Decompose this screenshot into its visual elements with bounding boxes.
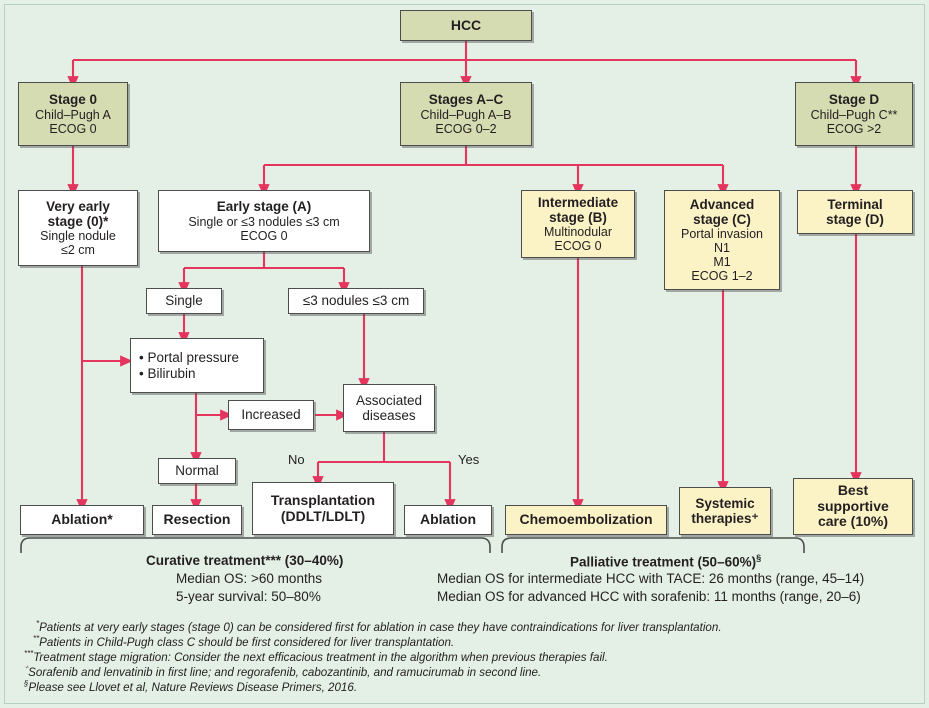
node-ablation-star[interactable]: Ablation*	[20, 505, 144, 535]
footnote-3: ***Treatment stage migration: Consider t…	[24, 649, 608, 664]
edge-label-yes: Yes	[458, 452, 480, 467]
node-very-early-line4: ≤2 cm	[61, 243, 95, 258]
node-ablation-star-line1: Ablation*	[51, 511, 113, 528]
node-stage-d-line3: ECOG >2	[826, 121, 882, 136]
palliative-heading-text: Palliative treatment (50–60%)	[570, 554, 757, 570]
footnote-3-marker: ***	[24, 649, 34, 658]
node-stage-0-line3: ECOG 0	[49, 121, 97, 136]
node-stage-d-line1: Stage D	[828, 92, 880, 108]
node-transplantation-line2: (DDLT/LDLT)	[280, 507, 366, 524]
node-associated-line2: diseases	[362, 408, 416, 423]
node-portal-line2: • Bilirubin	[139, 365, 196, 381]
footnote-1-marker: *	[36, 619, 40, 628]
node-intermediate-line3: Multinodular	[543, 225, 613, 240]
node-hcc[interactable]: HCC	[400, 10, 532, 41]
node-terminal-line1: Terminal	[827, 196, 883, 212]
node-best-supportive-care[interactable]: Best supportive care (10%)	[793, 478, 913, 535]
node-transplantation-line1: Transplantation	[270, 491, 376, 508]
footnote-5-text: Please see Llovet et al, Nature Reviews …	[28, 680, 358, 694]
node-chemoembolization[interactable]: Chemoembolization	[505, 505, 667, 535]
palliative-line1: Median OS for intermediate HCC with TACE…	[437, 571, 865, 586]
node-increased[interactable]: Increased	[228, 400, 314, 430]
node-stage-d[interactable]: Stage D Child–Pugh C** ECOG >2	[795, 82, 913, 146]
node-associated-line1: Associated	[355, 392, 423, 408]
footnote-1-text: Patients at very early stages (stage 0) …	[39, 620, 722, 634]
curative-heading: Curative treatment*** (30–40%)	[146, 553, 344, 568]
node-ablation-line1: Ablation	[420, 511, 476, 528]
node-three-nodules-line1: ≤3 nodules ≤3 cm	[302, 293, 410, 309]
footnote-2-marker: **	[33, 634, 40, 643]
footnote-4-marker: ⁺	[24, 664, 29, 673]
node-early-stage-a[interactable]: Early stage (A) Single or ≤3 nodules ≤3 …	[158, 190, 370, 252]
curative-line2: 5-year survival: 50–80%	[176, 589, 321, 604]
palliative-heading-sup: §	[756, 553, 762, 563]
node-hcc-line1: HCC	[450, 16, 482, 33]
node-advanced-line1: Advanced	[689, 196, 755, 212]
node-best-supportive-line3: care (10%)	[817, 513, 889, 530]
footnote-4: ⁺Sorafenib and lenvatinib in first line;…	[24, 664, 541, 679]
curative-line1: Median OS: >60 months	[176, 571, 322, 586]
node-very-early-stage[interactable]: Very early stage (0)* Single nodule ≤2 c…	[18, 190, 138, 266]
node-systemic-line2: therapies⁺	[691, 511, 759, 526]
node-advanced-line5: M1	[713, 255, 731, 270]
node-three-nodules[interactable]: ≤3 nodules ≤3 cm	[288, 288, 424, 314]
node-advanced-line6: ECOG 1–2	[691, 269, 753, 284]
palliative-heading: Palliative treatment (50–60%)§	[570, 553, 761, 570]
node-early-a-line2: Single or ≤3 nodules ≤3 cm	[188, 214, 340, 229]
node-normal-line1: Normal	[175, 463, 219, 479]
node-best-supportive-line2: supportive	[817, 497, 889, 514]
node-portal-line1: • Portal pressure	[139, 350, 240, 366]
node-stage-0-line2: Child–Pugh A	[35, 107, 111, 122]
node-systemic-line1: Systemic	[695, 495, 755, 511]
node-single[interactable]: Single	[146, 288, 222, 314]
node-early-a-line1: Early stage (A)	[216, 199, 312, 215]
node-very-early-line1: Very early	[46, 198, 110, 214]
edge-label-no: No	[288, 452, 305, 467]
node-intermediate-stage-b[interactable]: Intermediate stage (B) Multinodular ECOG…	[521, 190, 635, 258]
node-intermediate-line2: stage (B)	[549, 210, 607, 225]
node-transplantation[interactable]: Transplantation (DDLT/LDLT)	[252, 482, 394, 535]
node-portal-pressure-bilirubin[interactable]: • Portal pressure • Bilirubin	[130, 338, 264, 393]
node-stages-a-c-line1: Stages A–C	[428, 92, 504, 108]
footnote-3-text: Treatment stage migration: Consider the …	[33, 650, 608, 664]
footnote-2: **Patients in Child-Pugh class C should …	[33, 634, 454, 649]
footnote-2-text: Patients in Child-Pugh class C should be…	[39, 635, 455, 649]
node-stage-0[interactable]: Stage 0 Child–Pugh A ECOG 0	[18, 82, 128, 146]
node-normal[interactable]: Normal	[158, 458, 236, 484]
node-very-early-line3: Single nodule	[40, 229, 116, 244]
node-chemoembolization-line1: Chemoembolization	[519, 511, 653, 528]
node-advanced-line4: N1	[714, 241, 730, 256]
node-terminal-line2: stage (D)	[826, 212, 884, 227]
node-ablation[interactable]: Ablation	[404, 505, 492, 535]
node-early-a-line3: ECOG 0	[240, 228, 288, 243]
node-intermediate-line4: ECOG 0	[554, 239, 602, 254]
footnote-4-text: Sorafenib and lenvatinib in first line; …	[28, 665, 542, 679]
node-terminal-stage-d[interactable]: Terminal stage (D)	[797, 190, 913, 234]
node-stage-d-line2: Child–Pugh C**	[810, 107, 898, 122]
node-stage-0-line1: Stage 0	[48, 92, 98, 108]
footnote-5-marker: §	[24, 679, 29, 688]
node-advanced-line3: Portal invasion	[681, 227, 763, 242]
footnote-5: §Please see Llovet et al, Nature Reviews…	[24, 679, 357, 694]
node-very-early-line2: stage (0)*	[47, 214, 109, 229]
node-resection[interactable]: Resection	[152, 505, 242, 535]
node-increased-line1: Increased	[241, 407, 301, 423]
node-intermediate-line1: Intermediate	[537, 194, 619, 210]
node-resection-line1: Resection	[163, 511, 231, 528]
node-systemic-therapies[interactable]: Systemic therapies⁺	[679, 487, 771, 535]
node-advanced-line2: stage (C)	[693, 212, 751, 227]
node-single-line1: Single	[165, 293, 203, 309]
node-associated-diseases[interactable]: Associated diseases	[343, 384, 435, 432]
palliative-line2: Median OS for advanced HCC with sorafeni…	[437, 589, 861, 604]
node-stages-a-c-line3: ECOG 0–2	[435, 121, 497, 136]
node-best-supportive-line1: Best	[837, 481, 869, 498]
node-stages-a-c-line2: Child–Pugh A–B	[420, 107, 512, 122]
node-advanced-stage-c[interactable]: Advanced stage (C) Portal invasion N1 M1…	[664, 190, 780, 290]
node-stages-a-c[interactable]: Stages A–C Child–Pugh A–B ECOG 0–2	[400, 82, 532, 146]
footnote-1: *Patients at very early stages (stage 0)…	[36, 619, 722, 634]
